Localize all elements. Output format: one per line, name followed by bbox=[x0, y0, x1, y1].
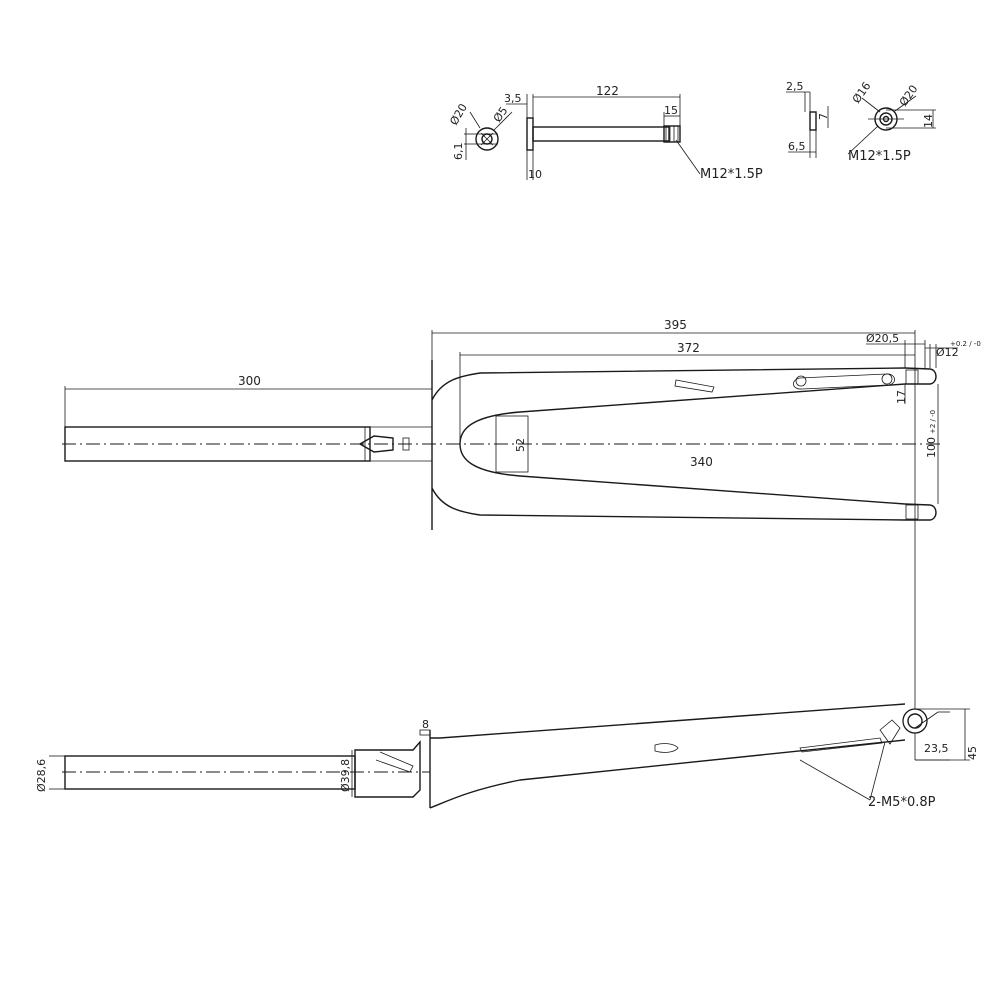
steerer-tube-top bbox=[64, 426, 371, 462]
fork-crown-outer bbox=[431, 360, 906, 530]
axle-nut-dim-14: 14 bbox=[922, 114, 935, 128]
axle-thread bbox=[663, 125, 681, 143]
axle-dia-label: Ø12 bbox=[936, 346, 959, 359]
axle-dim-3-5: 3,5 bbox=[504, 92, 522, 105]
fork-side-view: Ø28,6 Ø39,8 8 45 23,5 2-M5*0.8P bbox=[35, 703, 979, 810]
crown-race bbox=[354, 740, 421, 798]
axle-detail-top: Ø20 Ø5 6,1 3,5 122 15 10 M12*1.5P bbox=[447, 84, 763, 182]
axle-side-dim-2-5: 2,5 bbox=[786, 80, 804, 93]
axle-dim-6-1: 6,1 bbox=[452, 143, 465, 161]
crown-dia-label: Ø39,8 bbox=[339, 759, 352, 792]
brake-mount-slot bbox=[793, 373, 895, 390]
steerer-dia-label: Ø28,6 bbox=[35, 759, 48, 792]
dropout-length-label: 23,5 bbox=[924, 742, 949, 755]
cable-port bbox=[654, 743, 679, 753]
axle-nut-dia-16: Ø16 bbox=[850, 80, 874, 106]
axle-dia-5-label: Ø5 bbox=[491, 104, 511, 124]
axle-nut-dia-20: Ø20 bbox=[897, 83, 921, 109]
crown-inner-dim: 52 bbox=[514, 438, 527, 452]
axle-thread-label: M12*1.5P bbox=[700, 167, 763, 182]
dropout-dia-label: Ø20,5 bbox=[866, 332, 899, 345]
mount-thread-label: 2-M5*0.8P bbox=[868, 795, 936, 810]
crown-lip-label: 8 bbox=[422, 718, 429, 731]
dropout-top-upper bbox=[904, 367, 937, 385]
axle-head bbox=[526, 117, 534, 151]
dropout-top-lower bbox=[904, 503, 937, 521]
brake-mount-side bbox=[799, 737, 883, 753]
axle-tolerance-label: +0.2 / -0 bbox=[950, 340, 981, 348]
dropout-offset-label: 17 bbox=[895, 390, 908, 404]
crown-to-axle-label: 372 bbox=[677, 341, 700, 355]
axle-end-outer-circle bbox=[475, 127, 499, 151]
axle-side-dim-7: 7 bbox=[817, 113, 830, 120]
compression-plug bbox=[358, 435, 394, 453]
axle-dim-10: 10 bbox=[528, 168, 542, 181]
dropout-side-outer bbox=[902, 708, 928, 734]
axle-nut-side bbox=[809, 111, 817, 131]
crown-inner-window bbox=[495, 415, 529, 473]
axle-detail-side: 2,5 7 6,5 Ø16 Ø20 14 M12*1.5P bbox=[786, 80, 936, 164]
axle-side-dim-6-5: 6,5 bbox=[788, 140, 806, 153]
axle-dim-15: 15 bbox=[664, 104, 678, 117]
axle-nut-thread-label: M12*1.5P bbox=[848, 149, 911, 164]
axle-dia-20-label: Ø20 bbox=[447, 101, 470, 127]
steerer-length-label: 300 bbox=[238, 374, 261, 388]
spacing-label: 100 bbox=[925, 437, 938, 458]
axle-shaft bbox=[532, 126, 670, 142]
fork-top-view: 52 300 395 372 340 Ø20,5 Ø12 +0.2 / -0 bbox=[62, 318, 981, 760]
fork-blade-side bbox=[429, 703, 906, 809]
axle-dim-122: 122 bbox=[596, 84, 619, 98]
overall-length-label: 395 bbox=[664, 318, 687, 332]
leg-length-label: 340 bbox=[690, 455, 713, 469]
offset-label: 45 bbox=[966, 746, 979, 760]
spacing-tolerance-label: +2 / -0 bbox=[929, 410, 937, 434]
